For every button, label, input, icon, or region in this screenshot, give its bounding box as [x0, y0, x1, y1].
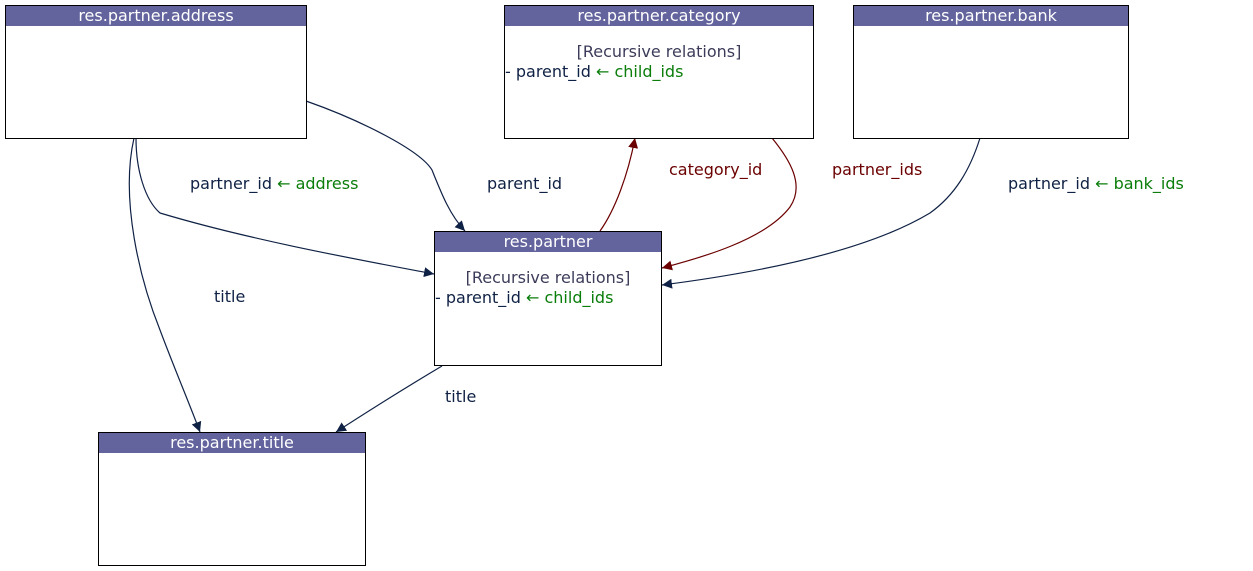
- node-res-partner-title[interactable]: res.partner.title: [98, 432, 366, 566]
- edge-label-partner-ids: partner_ids: [832, 160, 923, 179]
- node-title: res.partner.title: [99, 433, 365, 453]
- recursive-heading: [Recursive relations]: [465, 268, 631, 287]
- relation-child-field: child_ids: [544, 288, 614, 307]
- edge-address-partner: [135, 137, 435, 278]
- relation-child-field: child_ids: [614, 62, 684, 81]
- edge-label-bank: partner_id ← bank_ids: [1008, 174, 1184, 193]
- node-title: res.partner.address: [6, 6, 306, 26]
- label-field: partner_id: [190, 174, 272, 193]
- edge-label-partner-title: title: [445, 387, 477, 406]
- label-inverse: ← address: [272, 174, 358, 193]
- relation-prefix: -: [435, 288, 446, 307]
- edge-label-address-partner: partner_id ← address: [190, 174, 358, 193]
- edge-label-address-title: title: [214, 287, 246, 306]
- label-inverse-field: address: [295, 174, 359, 193]
- label-inverse-field: bank_ids: [1113, 174, 1184, 193]
- relation-arrow: ←: [520, 288, 545, 307]
- relation-child: ← child_ids: [590, 62, 684, 81]
- edge-partner-title: [335, 365, 443, 433]
- node-title: res.partner: [435, 232, 661, 252]
- label-arrow: ←: [1089, 174, 1114, 193]
- edge-address-title: [128, 137, 202, 433]
- edge-label-parent: parent_id: [487, 174, 563, 193]
- edge-bank-partner: [661, 137, 981, 289]
- relation-field: parent_id: [445, 288, 521, 307]
- label-arrow: ←: [271, 174, 296, 193]
- node-res-partner[interactable]: res.partner [Recursive relations] - pare…: [434, 231, 662, 366]
- node-res-partner-category[interactable]: res.partner.category [Recursive relation…: [504, 5, 814, 139]
- label-inverse: ← bank_ids: [1090, 174, 1184, 193]
- label-field: partner_id: [1008, 174, 1090, 193]
- edge-parent: [305, 100, 466, 232]
- relation-field: parent_id: [515, 62, 591, 81]
- node-res-partner-bank[interactable]: res.partner.bank: [853, 5, 1129, 139]
- node-title: res.partner.category: [505, 6, 813, 26]
- edge-label-category-id: category_id: [669, 160, 763, 179]
- edge-category-partner: [661, 137, 797, 271]
- recursive-relation: - parent_id ← child_ids: [435, 288, 613, 307]
- edge-partner-category: [599, 137, 639, 232]
- relation-child: ← child_ids: [520, 288, 614, 307]
- relation-arrow: ←: [590, 62, 615, 81]
- node-res-partner-address[interactable]: res.partner.address: [5, 5, 307, 139]
- recursive-heading: [Recursive relations]: [576, 42, 742, 61]
- node-title: res.partner.bank: [854, 6, 1128, 26]
- relation-prefix: -: [505, 62, 516, 81]
- recursive-relation: - parent_id ← child_ids: [505, 62, 683, 81]
